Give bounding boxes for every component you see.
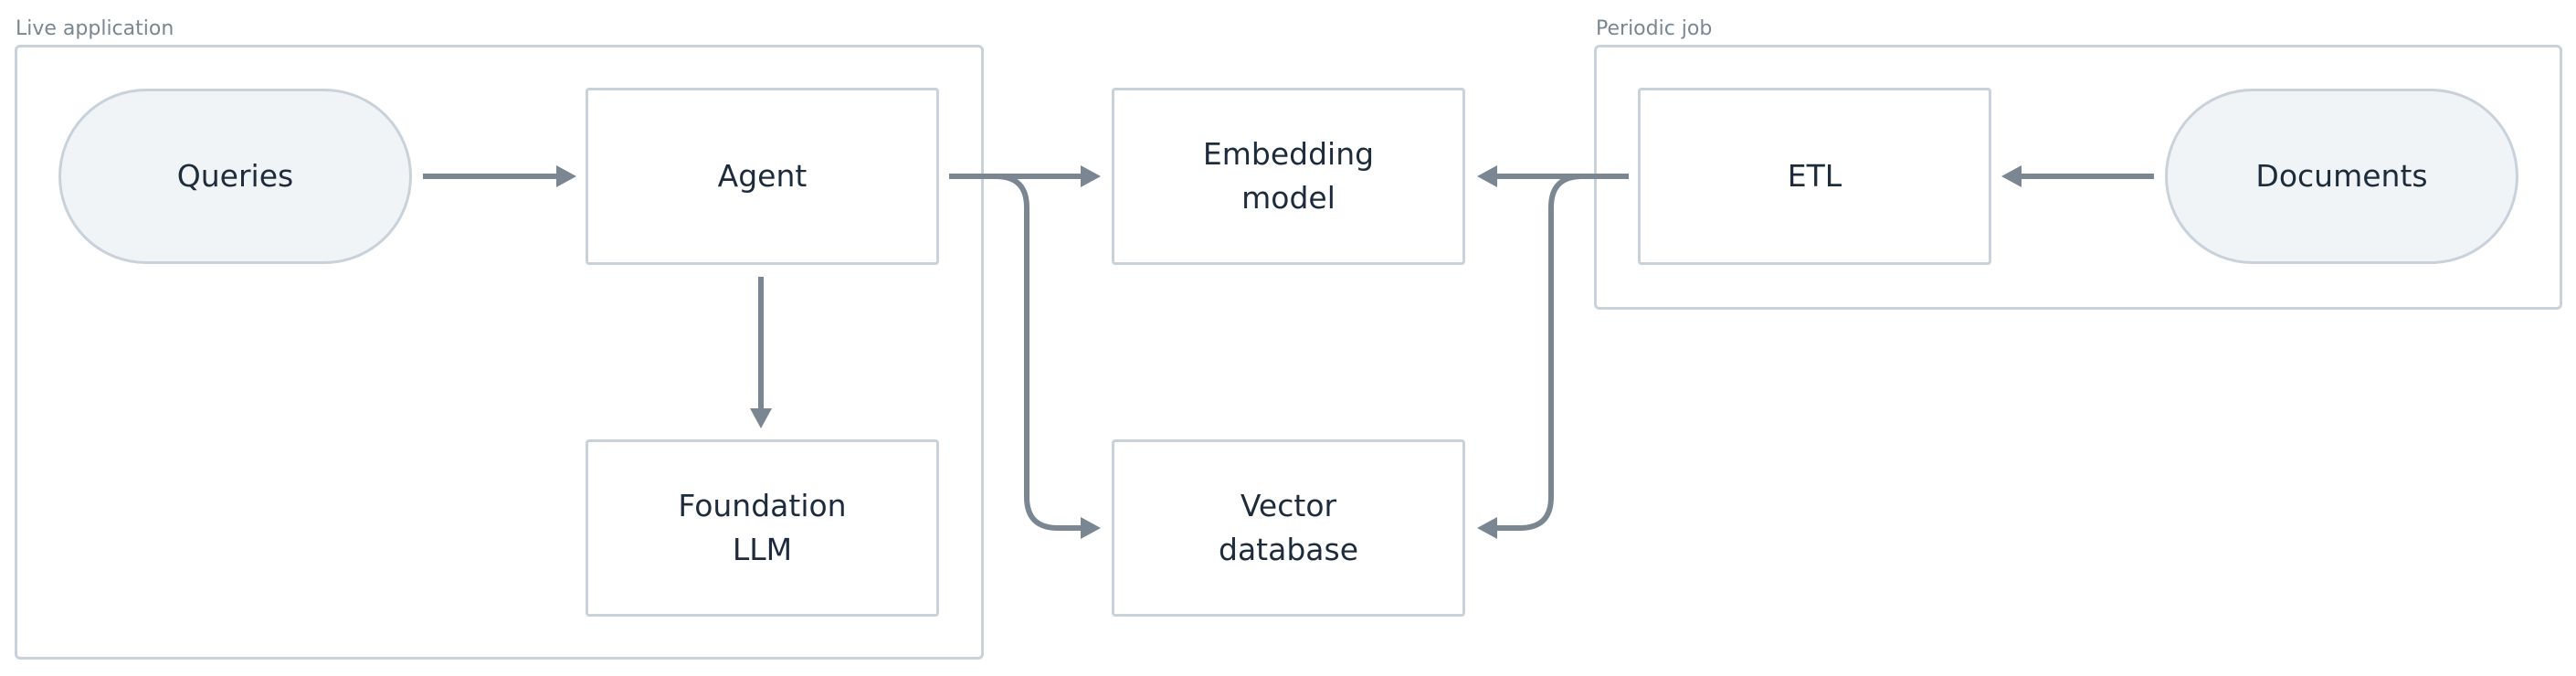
vector-database-label: Vector database: [1219, 488, 1358, 567]
vector-database-node: Vector database: [1112, 439, 1465, 617]
edge-agent-vector: [949, 174, 1087, 531]
foundation-llm-node: Foundation LLM: [586, 439, 939, 617]
arrowhead-documents-etl: [2001, 165, 2022, 187]
embedding-model-label: Embedding model: [1202, 136, 1375, 216]
arrowhead-queries-agent: [556, 165, 576, 187]
live-application-group: [15, 45, 984, 660]
agent-node: Agent: [586, 88, 939, 265]
embedding-model-node: Embedding model: [1112, 88, 1465, 265]
documents-label: Documents: [2255, 158, 2428, 195]
live-application-label: Live application: [16, 17, 174, 40]
edge-etl-vector: [1491, 174, 1629, 531]
arrowhead-agent-embedding: [1081, 165, 1101, 187]
foundation-llm-label: Foundation LLM: [678, 488, 847, 567]
arrowhead-agent-vector: [1081, 517, 1101, 539]
queries-label: Queries: [176, 158, 294, 195]
etl-label: ETL: [1787, 158, 1842, 195]
arrowhead-etl-vector: [1477, 517, 1497, 539]
arrowhead-agent-foundation-llm: [750, 408, 772, 428]
queries-node: Queries: [58, 89, 412, 264]
agent-label: Agent: [717, 158, 808, 195]
arrowhead-etl-embedding: [1477, 165, 1497, 187]
etl-node: ETL: [1638, 88, 1991, 265]
periodic-job-label: Periodic job: [1596, 17, 1713, 40]
documents-node: Documents: [2165, 89, 2518, 264]
